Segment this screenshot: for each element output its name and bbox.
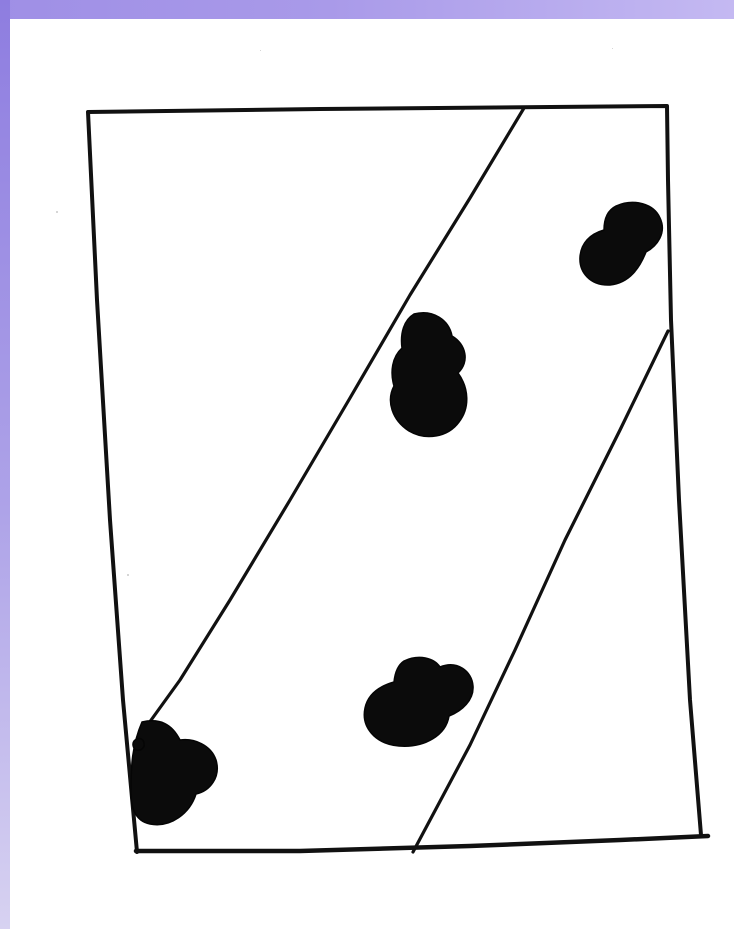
- blob-middle: [390, 313, 466, 437]
- blob-edge-fleck: [133, 739, 144, 751]
- blob-lower-middle: [364, 657, 473, 746]
- blob-bottom-left: [131, 721, 217, 825]
- diagonal-band-upper-line: [136, 108, 524, 741]
- blob-top-right: [580, 202, 662, 285]
